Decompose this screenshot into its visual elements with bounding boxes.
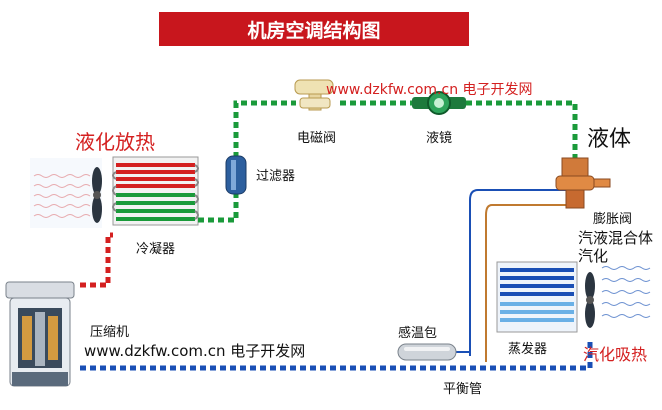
label-condenser: 冷凝器 (136, 242, 176, 257)
label-compressor: 压缩机 (90, 325, 130, 340)
label-evaporator: 蒸发器 (508, 342, 548, 357)
watermark-bottom: www.dzkfw.com.cn 电子开发网 (84, 342, 306, 360)
label-evaporate-absorb: 汽化吸热 (583, 345, 648, 364)
label-expansion-valve: 膨胀阀 (593, 212, 633, 227)
condenser-air-zone (30, 158, 102, 228)
evaporator-air-waves (601, 266, 651, 318)
expansion-valve (555, 157, 611, 209)
sight-glass (412, 91, 466, 115)
label-equalizer-pipe: 平衡管 (443, 382, 483, 397)
label-solenoid-valve: 电磁阀 (297, 131, 337, 146)
label-mixture-line2: 汽化 (578, 247, 609, 265)
filter-drier (225, 155, 247, 195)
sensing-bulb (397, 343, 457, 361)
evaporator-fan-icon (585, 272, 595, 328)
capillary-tube (485, 204, 575, 362)
solenoid-valve (294, 79, 334, 111)
equalizer-tube (469, 189, 575, 356)
condenser-fan-icon (92, 167, 102, 223)
label-filter: 过滤器 (256, 169, 296, 184)
discharge-line (80, 232, 113, 288)
label-sensing-bulb: 感温包 (398, 326, 438, 341)
label-condense-heat: 液化放热 (75, 130, 155, 154)
evaporator-coil (496, 261, 578, 333)
page-title: 机房空调结构图 (159, 12, 469, 46)
suction-line (80, 338, 593, 371)
label-mixture-line1: 汽液混合体 (578, 229, 654, 247)
watermark-top: www.dzkfw.com.cn 电子开发网 (326, 82, 533, 98)
label-liquid: 液体 (587, 127, 632, 152)
liquid-line (198, 100, 578, 223)
compressor (5, 281, 75, 387)
label-sight-glass: 液镜 (426, 131, 453, 146)
condenser-coil (112, 156, 199, 226)
